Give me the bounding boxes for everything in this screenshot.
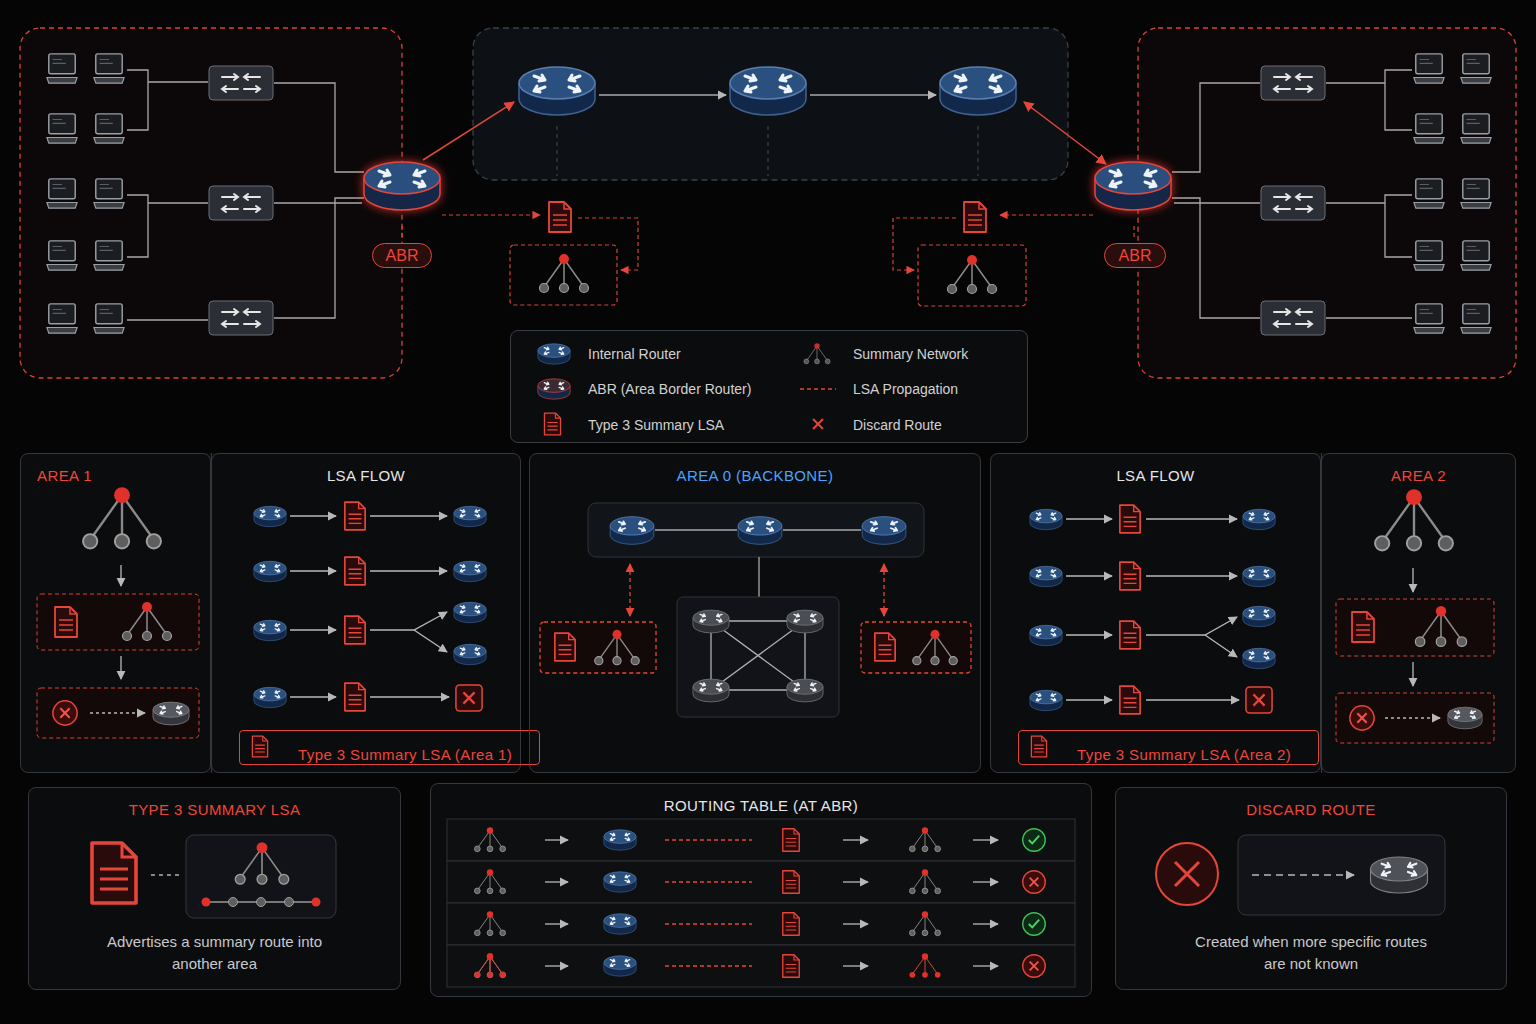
heading-text: ABR xyxy=(1119,247,1152,265)
info-panel: TYPE 3 SUMMARY LSA Advertises a summary r… xyxy=(28,787,401,990)
heading-text: LSA FLOW xyxy=(991,454,1320,484)
lsa-flow-panel: LSA FLOW Type 3 Summary LSA (Area 2) xyxy=(990,453,1321,773)
legend-text: Discard Route xyxy=(853,417,942,433)
info-panel: DISCARD ROUTE Created when more specific … xyxy=(1115,787,1507,990)
body-text: Advertises a summary route into another … xyxy=(95,931,335,975)
area-panel: AREA 2 xyxy=(1321,453,1516,773)
routing-table-panel: ROUTING TABLE (AT ABR) xyxy=(430,783,1092,997)
abr-tag: ABR xyxy=(1104,243,1166,268)
legend-text: Summary Network xyxy=(853,346,968,362)
heading-text: AREA 2 xyxy=(1322,454,1515,484)
legend-text: ABR (Area Border Router) xyxy=(588,381,751,397)
heading-text: LSA FLOW xyxy=(212,454,520,484)
area-panel: AREA 1 xyxy=(20,453,211,773)
lsa-flow-panel: LSA FLOWType 3 Summary LSA (Area 1) xyxy=(211,453,521,773)
heading-text: TYPE 3 SUMMARY LSA xyxy=(29,788,400,818)
summary-lsa-tag: Type 3 Summary LSA (Area 2) xyxy=(1018,730,1319,765)
heading-text: AREA 1 xyxy=(21,454,210,484)
legend-text: LSA Propagation xyxy=(853,381,958,397)
heading-text: AREA 0 (BACKBONE) xyxy=(530,454,980,484)
heading-text: DISCARD ROUTE xyxy=(1116,788,1506,818)
backbone-panel: AREA 0 (BACKBONE) xyxy=(529,453,981,773)
heading-text: ROUTING TABLE (AT ABR) xyxy=(431,784,1091,814)
summary-lsa-tag: Type 3 Summary LSA (Area 1) xyxy=(239,730,540,765)
body-text: Created when more specific routes are no… xyxy=(1191,931,1431,975)
heading-text: Type 3 Summary LSA (Area 1) xyxy=(282,733,528,763)
heading-text: ABR xyxy=(386,247,419,265)
legend-text: Type 3 Summary LSA xyxy=(588,417,724,433)
abr-tag: ABR xyxy=(372,243,432,268)
legend-text: Internal Router xyxy=(588,346,681,362)
heading-text: Type 3 Summary LSA (Area 2) xyxy=(1061,733,1307,763)
legend-box: Internal RouterABR (Area Border Router) T… xyxy=(510,330,1028,443)
